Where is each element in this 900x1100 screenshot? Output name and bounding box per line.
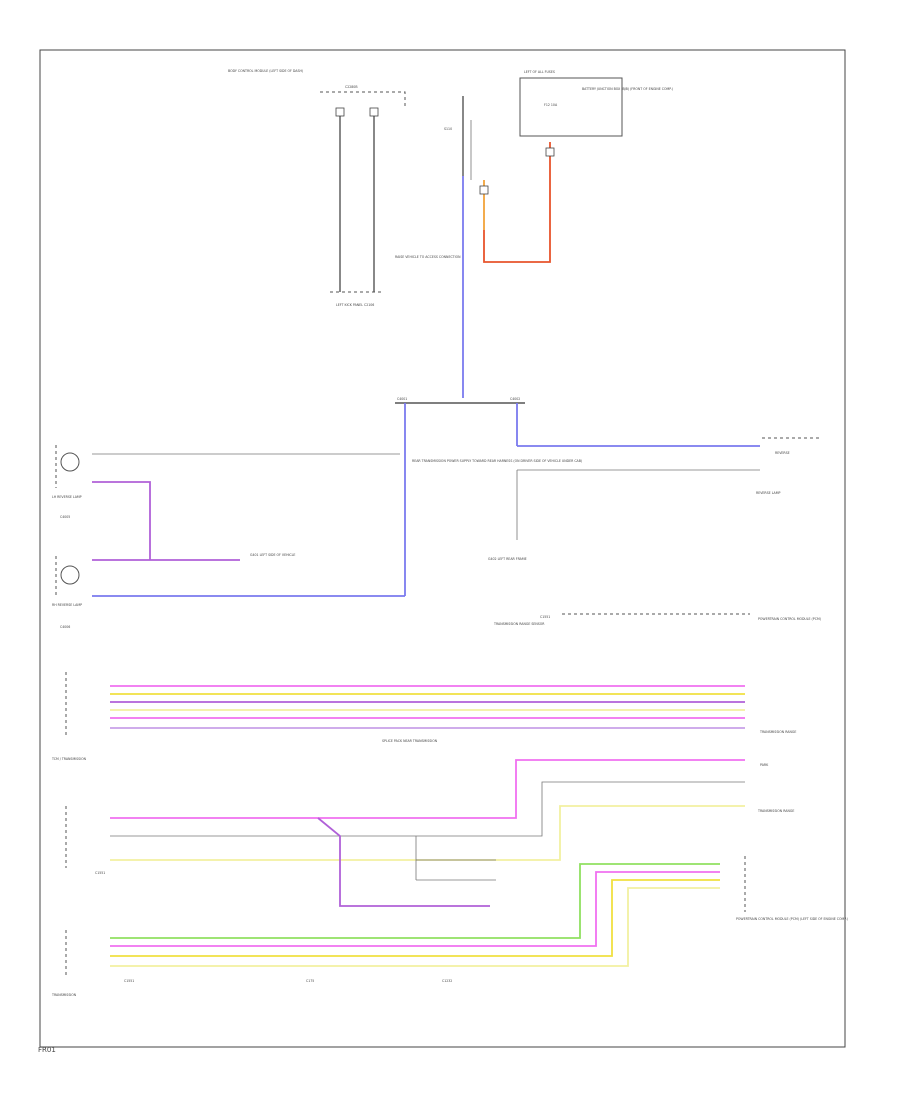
fuse-box-title: LEFT OF ALL FUSES <box>524 70 555 74</box>
trans-range-label: TRANSMISSION RANGE <box>759 730 796 734</box>
raise-vehicle-label: RAISE VEHICLE TO ACCESS CONNECTION <box>395 255 461 259</box>
trans-range-2-label: TRANSMISSION RANGE <box>757 809 794 813</box>
bottom-conn-1: C1551 <box>124 979 134 983</box>
fuse-label: F12 10A <box>544 103 558 107</box>
main-connector-label: C4001 <box>397 397 407 401</box>
main-connector-right-label: C4002 <box>510 397 520 401</box>
bcm-pin-1 <box>335 107 345 117</box>
mid-violet-down <box>317 817 490 907</box>
rh-reverse-label: RH REVERSE LAMP <box>52 603 82 607</box>
bcm-label: BODY CONTROL MODULE (LEFT SIDE OF DASH) <box>228 69 303 73</box>
bottom-left-module: TRANSMISSION <box>51 993 77 997</box>
lh-reverse-conn: C4005 <box>60 515 70 519</box>
fuse-red-wire <box>483 142 551 263</box>
fuse-box-text: BATTERY JUNCTION BOX (BJB) (FRONT OF ENG… <box>582 87 673 91</box>
rh-reverse-conn: C4006 <box>60 625 70 629</box>
main-block-text: REAR TRANSMISSION POWER SUPPLY TOWARD RE… <box>412 459 582 463</box>
bottom-green <box>110 863 720 939</box>
splice-pin <box>479 185 489 195</box>
bottom-right-module: POWERTRAIN CONTROL MODULE (PCM) (LEFT SI… <box>736 917 848 921</box>
fuse-pin <box>545 147 555 157</box>
lh-lamp-violet <box>92 481 151 560</box>
fuse-box <box>519 77 623 137</box>
lh-reverse-lamp-icon <box>60 452 80 472</box>
bcm-pin-2 <box>369 107 379 117</box>
reverse-lamp-right-label: REVERSE LAMP <box>756 491 780 495</box>
park-label: PARK <box>760 763 769 767</box>
bottom-pink <box>110 871 720 947</box>
mid-lightyellow <box>110 805 745 861</box>
ptcm-label-top: POWERTRAIN CONTROL MODULE (PCM) <box>758 617 821 621</box>
trans-conn-label: C1551 <box>540 615 550 619</box>
bottom-conn-2: C175 <box>306 979 314 983</box>
trans-gear-label: TRANSMISSION RANGE SENSOR <box>493 622 545 626</box>
kick-panel-label: LEFT KICK PANEL C2106 <box>336 303 374 307</box>
tcm-block-label: SPLICE PACK NEAR TRANSMISSION <box>382 739 438 743</box>
mid-pink-up <box>110 759 745 819</box>
bottom-conn-3: C1232 <box>442 979 452 983</box>
reverse-right-label: REVERSE <box>775 451 790 455</box>
rh-reverse-lamp-icon <box>60 565 80 585</box>
block-left-conn: C1551 <box>95 871 105 875</box>
bcm-connector-label: C2280B <box>345 85 358 89</box>
ground-center-label: G402 LEFT REAR FRAME <box>488 557 527 561</box>
splice-top-label: S110 <box>444 127 452 131</box>
lh-reverse-label: LH REVERSE LAMP <box>52 495 82 499</box>
tcm-module-label: TCM / TRANSMISSION <box>51 757 87 761</box>
bottom-lightyellow <box>110 887 720 967</box>
diagram-frame <box>39 49 846 1048</box>
bottom-yellow <box>110 879 720 957</box>
ground-left-label: G401 LEFT SIDE OF VEHICLE <box>250 553 295 557</box>
mid-black <box>110 781 745 837</box>
bcm-connector-bracket <box>320 91 406 106</box>
diagram-code: FR01 <box>38 1046 56 1054</box>
